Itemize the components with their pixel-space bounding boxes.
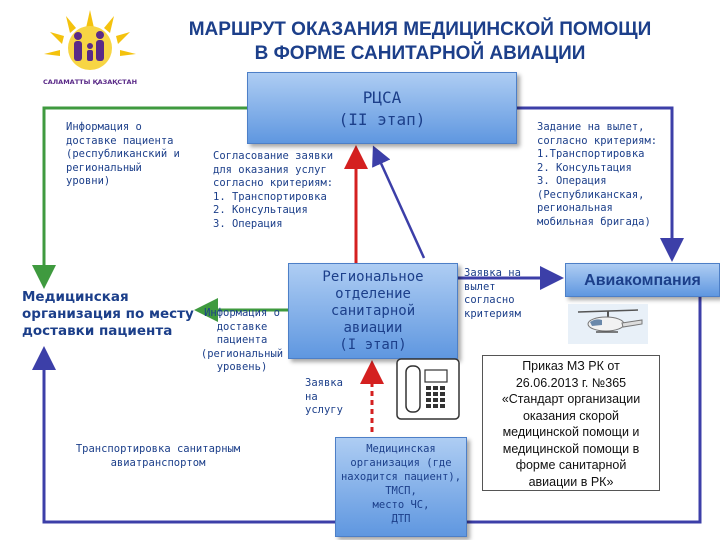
med-org-bottom-node: Медицинская организация (где находится п… <box>335 437 467 537</box>
airline-node: Авиакомпания <box>565 263 720 297</box>
label-request-service: Заявка на услугу <box>305 377 365 418</box>
label-info-regional: Информация о доставке пациента (регионал… <box>194 307 290 375</box>
helicopter-icon <box>568 304 648 344</box>
page-title: МАРШРУТ ОКАЗАНИЯ МЕДИЦИНСКОЙ ПОМОЩИ В ФО… <box>150 18 690 66</box>
arrow-approval <box>375 150 424 258</box>
logo-text: САЛАМАТТЫ ҚАЗАҚСТАН <box>30 78 150 86</box>
rcsa-node: РЦСА (II этап) <box>247 72 517 144</box>
label-approval: Согласование заявки для оказания услуг с… <box>213 150 363 231</box>
label-transport: Транспортировка санитарным авиатранспорт… <box>58 443 258 470</box>
region-node: Региональное отделение санитарной авиаци… <box>288 263 458 359</box>
label-request-flight: Заявка на вылет согласно критериям <box>464 267 544 321</box>
label-info-delivery: Информация о доставке пациента (республи… <box>66 121 206 189</box>
label-task: Задание на вылет, согласно критериям: 1.… <box>537 121 687 229</box>
order-box: Приказ МЗ РК от 26.06.2013 г. №365 «Стан… <box>482 355 660 491</box>
phone-icon <box>396 358 460 420</box>
med-org-left-node: Медицинская организация по месту доставк… <box>22 289 212 340</box>
